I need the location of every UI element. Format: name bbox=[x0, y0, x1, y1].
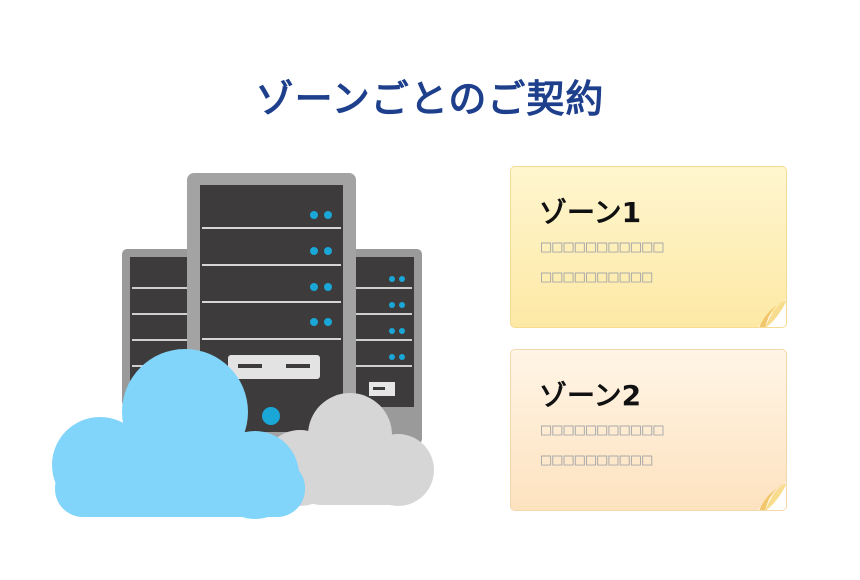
page-title: ゾーンごとのご契約 bbox=[255, 77, 605, 121]
zone-placeholder-text: □□□□□□□□□□□ bbox=[541, 237, 665, 257]
zone-placeholder-text: □□□□□□□□□□ bbox=[541, 450, 654, 470]
zone-note-2: ゾーン2 □□□□□□□□□□□ □□□□□□□□□□ bbox=[510, 349, 787, 511]
zone-note-1: ゾーン1 □□□□□□□□□□□ □□□□□□□□□□ bbox=[510, 166, 787, 328]
zone-heading: ゾーン1 bbox=[539, 196, 642, 229]
page-curl-icon bbox=[758, 299, 786, 327]
zone-heading: ゾーン2 bbox=[539, 379, 642, 412]
zone-placeholder-text: □□□□□□□□□□□ bbox=[541, 420, 665, 440]
cloud-blue-icon bbox=[52, 349, 305, 519]
zone-placeholder-text: □□□□□□□□□□ bbox=[541, 267, 654, 287]
page-curl-icon bbox=[758, 482, 786, 510]
